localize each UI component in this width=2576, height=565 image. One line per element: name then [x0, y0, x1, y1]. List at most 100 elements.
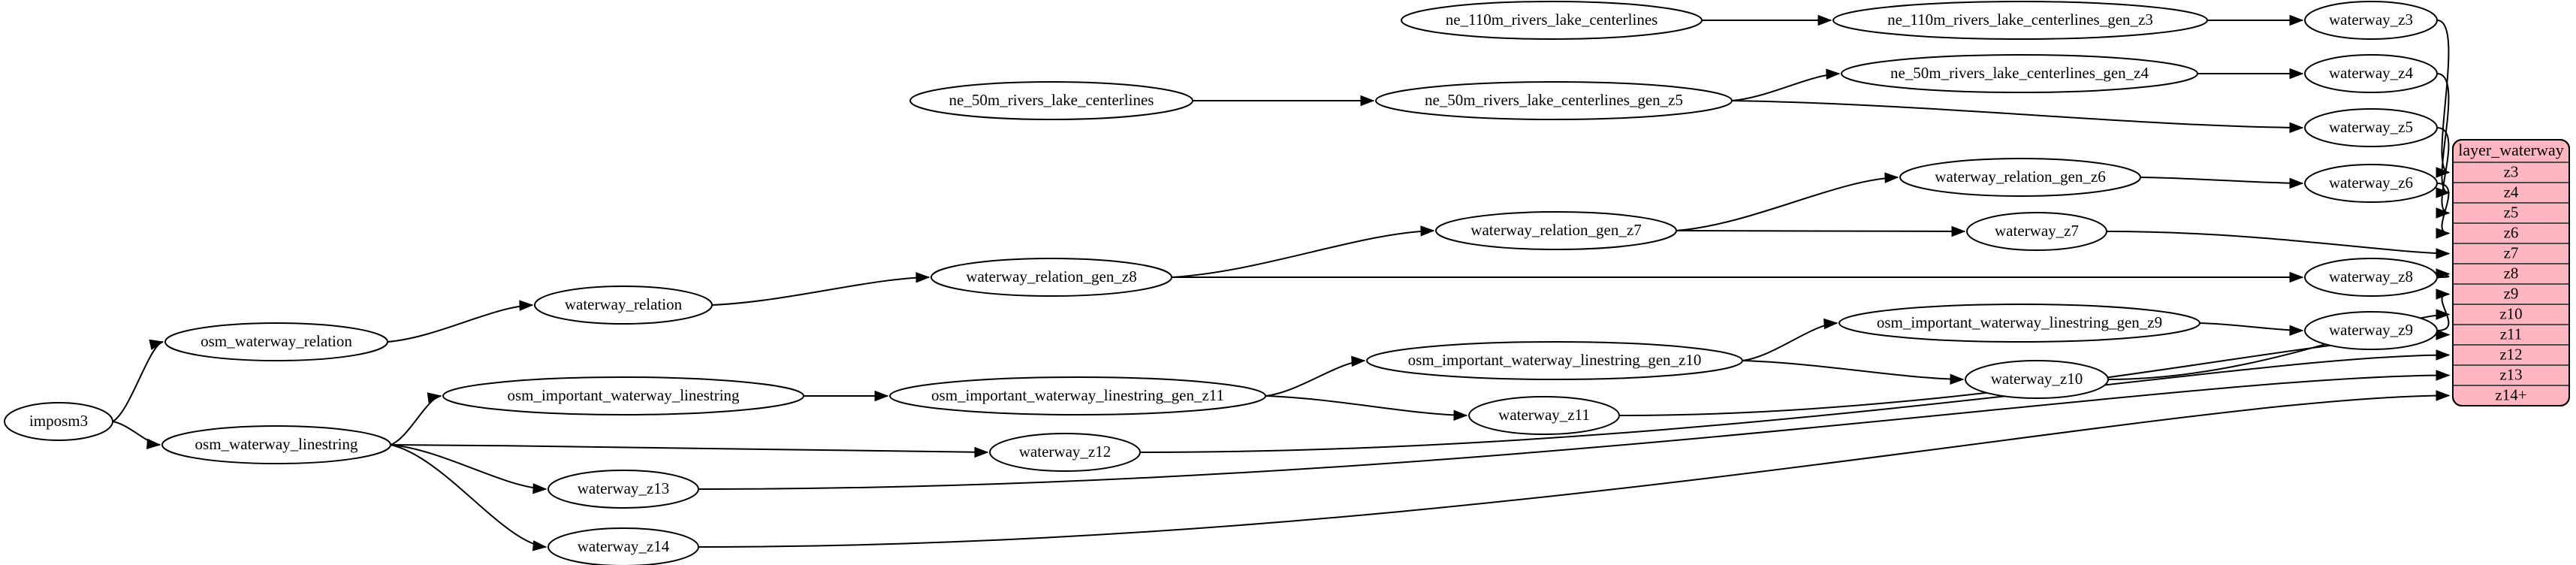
edge-osm_waterway_relation-to-waterway_relation [387, 300, 534, 343]
node-label-ne_50m_rivers_lake_centerlines_gen_z5: ne_50m_rivers_lake_centerlines_gen_z5 [1425, 91, 1683, 109]
edge-ne_110m_rivers_lake_centerlines_gen_z3-to-waterway_z3 [2207, 14, 2304, 26]
node-waterway_z7[interactable]: waterway_z7 [1966, 212, 2107, 251]
node-waterway_z14[interactable]: waterway_z14 [547, 527, 699, 565]
edges-layer [112, 14, 2451, 551]
node-waterway_relation_gen_z8[interactable]: waterway_relation_gen_z8 [931, 258, 1172, 297]
node-shape-waterway_relation_gen_z6 [1899, 158, 2141, 197]
node-shape-waterway_z3 [2304, 1, 2438, 40]
node-waterway_z12[interactable]: waterway_z12 [989, 433, 1141, 472]
node-label-waterway_z7: waterway_z7 [1995, 222, 2079, 240]
table-row-z9[interactable]: z9 [2504, 284, 2519, 302]
edge-ne_50m_rivers_lake_centerlines_gen_z5-to-ne_50m_rivers_lake_centerlines_gen_z4 [1731, 68, 1841, 101]
node-label-waterway_z10: waterway_z10 [1991, 370, 2083, 388]
node-shape-ne_50m_rivers_lake_centerlines [909, 81, 1193, 120]
table-row-z13[interactable]: z13 [2499, 365, 2522, 383]
node-osm_waterway_linestring[interactable]: osm_waterway_linestring [161, 425, 391, 464]
node-waterway_z4[interactable]: waterway_z4 [2304, 54, 2438, 93]
node-waterway_z5[interactable]: waterway_z5 [2304, 108, 2438, 147]
node-label-waterway_z14: waterway_z14 [578, 537, 670, 555]
edge-osm_waterway_linestring-to-waterway_z13 [390, 444, 547, 494]
node-shape-waterway_relation [534, 286, 713, 325]
node-shape-waterway_z7 [1966, 212, 2107, 251]
table-row-z4[interactable]: z4 [2504, 183, 2519, 201]
edge-waterway_relation-to-waterway_relation_gen_z8 [711, 272, 931, 306]
table-row-z8[interactable]: z8 [2504, 264, 2519, 282]
edge-waterway_relation_gen_z6-to-waterway_z6 [2140, 177, 2304, 189]
edge-osm_waterway_linestring-to-waterway_z14 [390, 444, 547, 551]
table-row-z10[interactable]: z10 [2499, 304, 2522, 322]
node-label-waterway_relation_gen_z7: waterway_relation_gen_z7 [1470, 221, 1641, 239]
node-waterway_relation_gen_z6[interactable]: waterway_relation_gen_z6 [1899, 158, 2141, 197]
node-ne_110m_rivers_lake_centerlines[interactable]: ne_110m_rivers_lake_centerlines [1401, 1, 1703, 40]
node-shape-waterway_z6 [2304, 164, 2438, 203]
edge-osm_important_waterway_linestring_gen_z10-to-waterway_z10 [1742, 360, 1965, 385]
edge-waterway_z13-to-layer_waterway-z13 [698, 370, 2451, 490]
edge-ne_50m_rivers_lake_centerlines_gen_z5-to-waterway_z5 [1731, 100, 2304, 134]
table-row-z7[interactable]: z7 [2504, 243, 2519, 261]
edge-osm_important_waterway_linestring_gen_z11-to-osm_important_waterway_linestring_gen_z10 [1265, 355, 1366, 397]
node-shape-waterway_z4 [2304, 54, 2438, 93]
node-label-waterway_relation_gen_z6: waterway_relation_gen_z6 [1935, 168, 2105, 186]
node-label-ne_110m_rivers_lake_centerlines_gen_z3: ne_110m_rivers_lake_centerlines_gen_z3 [1887, 11, 2153, 29]
node-shape-waterway_relation_gen_z7 [1435, 211, 1677, 250]
node-shape-waterway_z10 [1965, 360, 2109, 399]
edge-ne_50m_rivers_lake_centerlines-to-ne_50m_rivers_lake_centerlines_gen_z5 [1193, 95, 1375, 107]
node-waterway_relation_gen_z7[interactable]: waterway_relation_gen_z7 [1435, 211, 1677, 250]
node-waterway_z3[interactable]: waterway_z3 [2304, 1, 2438, 40]
node-osm_waterway_relation[interactable]: osm_waterway_relation [164, 322, 388, 361]
node-label-osm_important_waterway_linestring_gen_z9: osm_important_waterway_linestring_gen_z9 [1877, 313, 2162, 331]
node-ne_110m_rivers_lake_centerlines_gen_z3[interactable]: ne_110m_rivers_lake_centerlines_gen_z3 [1832, 1, 2208, 40]
node-label-waterway_relation: waterway_relation [565, 295, 683, 313]
table-outline [2452, 139, 2570, 406]
edge-waterway_z14-to-layer_waterway-z14+ [698, 390, 2451, 548]
node-shape-waterway_z5 [2304, 108, 2438, 147]
node-ne_50m_rivers_lake_centerlines_gen_z4[interactable]: ne_50m_rivers_lake_centerlines_gen_z4 [1841, 54, 2198, 93]
node-label-waterway_z5: waterway_z5 [2329, 118, 2413, 136]
edge-waterway_z6-to-layer_waterway-z6 [2436, 183, 2451, 239]
node-osm_important_waterway_linestring_gen_z10[interactable]: osm_important_waterway_linestring_gen_z1… [1366, 341, 1743, 380]
edge-waterway_relation_gen_z7-to-waterway_relation_gen_z6 [1676, 172, 1899, 231]
node-waterway_relation[interactable]: waterway_relation [534, 286, 713, 325]
edge-waterway_z8-to-layer_waterway-z8 [2436, 268, 2451, 279]
edge-waterway_relation_gen_z8-to-waterway_relation_gen_z7 [1171, 225, 1435, 278]
node-ne_50m_rivers_lake_centerlines_gen_z5[interactable]: ne_50m_rivers_lake_centerlines_gen_z5 [1375, 81, 1733, 120]
node-label-ne_50m_rivers_lake_centerlines_gen_z4: ne_50m_rivers_lake_centerlines_gen_z4 [1890, 64, 2149, 82]
node-label-osm_important_waterway_linestring: osm_important_waterway_linestring [507, 386, 740, 404]
node-label-waterway_relation_gen_z8: waterway_relation_gen_z8 [966, 267, 1136, 286]
table-row-z5[interactable]: z5 [2504, 203, 2519, 221]
node-waterway_z6[interactable]: waterway_z6 [2304, 164, 2438, 203]
node-waterway_z11[interactable]: waterway_z11 [1468, 396, 1620, 435]
node-shape-ne_110m_rivers_lake_centerlines [1401, 1, 1703, 40]
node-shape-osm_important_waterway_linestring_gen_z9 [1838, 304, 2200, 343]
table-row-z14plus[interactable]: z14+ [2495, 385, 2526, 403]
node-shape-ne_110m_rivers_lake_centerlines_gen_z3 [1832, 1, 2208, 40]
node-shape-osm_important_waterway_linestring_gen_z11 [889, 376, 1266, 415]
node-imposm3[interactable]: imposm3 [4, 402, 113, 441]
node-waterway_z9[interactable]: waterway_z9 [2304, 311, 2438, 350]
node-shape-waterway_z14 [547, 527, 699, 565]
node-label-waterway_z9: waterway_z9 [2329, 321, 2413, 339]
edge-waterway_z5-to-layer_waterway-z5 [2436, 127, 2451, 219]
table-row-z3[interactable]: z3 [2504, 162, 2519, 180]
node-label-osm_important_waterway_linestring_gen_z10: osm_important_waterway_linestring_gen_z1… [1408, 351, 1702, 369]
node-shape-imposm3 [4, 402, 113, 441]
edge-waterway_z9-to-layer_waterway-z9 [2436, 289, 2451, 331]
node-label-osm_important_waterway_linestring_gen_z11: osm_important_waterway_linestring_gen_z1… [931, 386, 1224, 404]
node-ne_50m_rivers_lake_centerlines[interactable]: ne_50m_rivers_lake_centerlines [909, 81, 1193, 120]
node-osm_important_waterway_linestring_gen_z11[interactable]: osm_important_waterway_linestring_gen_z1… [889, 376, 1266, 415]
node-shape-osm_waterway_relation [164, 322, 388, 361]
node-osm_important_waterway_linestring_gen_z9[interactable]: osm_important_waterway_linestring_gen_z9 [1838, 304, 2200, 343]
table-row-z6[interactable]: z6 [2504, 223, 2519, 241]
node-waterway_z10[interactable]: waterway_z10 [1965, 360, 2109, 399]
node-waterway_z13[interactable]: waterway_z13 [547, 470, 699, 509]
node-osm_important_waterway_linestring[interactable]: osm_important_waterway_linestring [442, 376, 804, 415]
edge-osm_important_waterway_linestring_gen_z11-to-waterway_z11 [1265, 395, 1468, 421]
node-shape-waterway_z8 [2304, 258, 2438, 297]
node-label-waterway_z4: waterway_z4 [2329, 64, 2413, 82]
table-row-z11[interactable]: z11 [2500, 325, 2523, 343]
table-row-z12[interactable]: z12 [2499, 345, 2522, 363]
edge-osm_waterway_linestring-to-waterway_z12 [390, 444, 989, 458]
node-waterway_z8[interactable]: waterway_z8 [2304, 258, 2438, 297]
